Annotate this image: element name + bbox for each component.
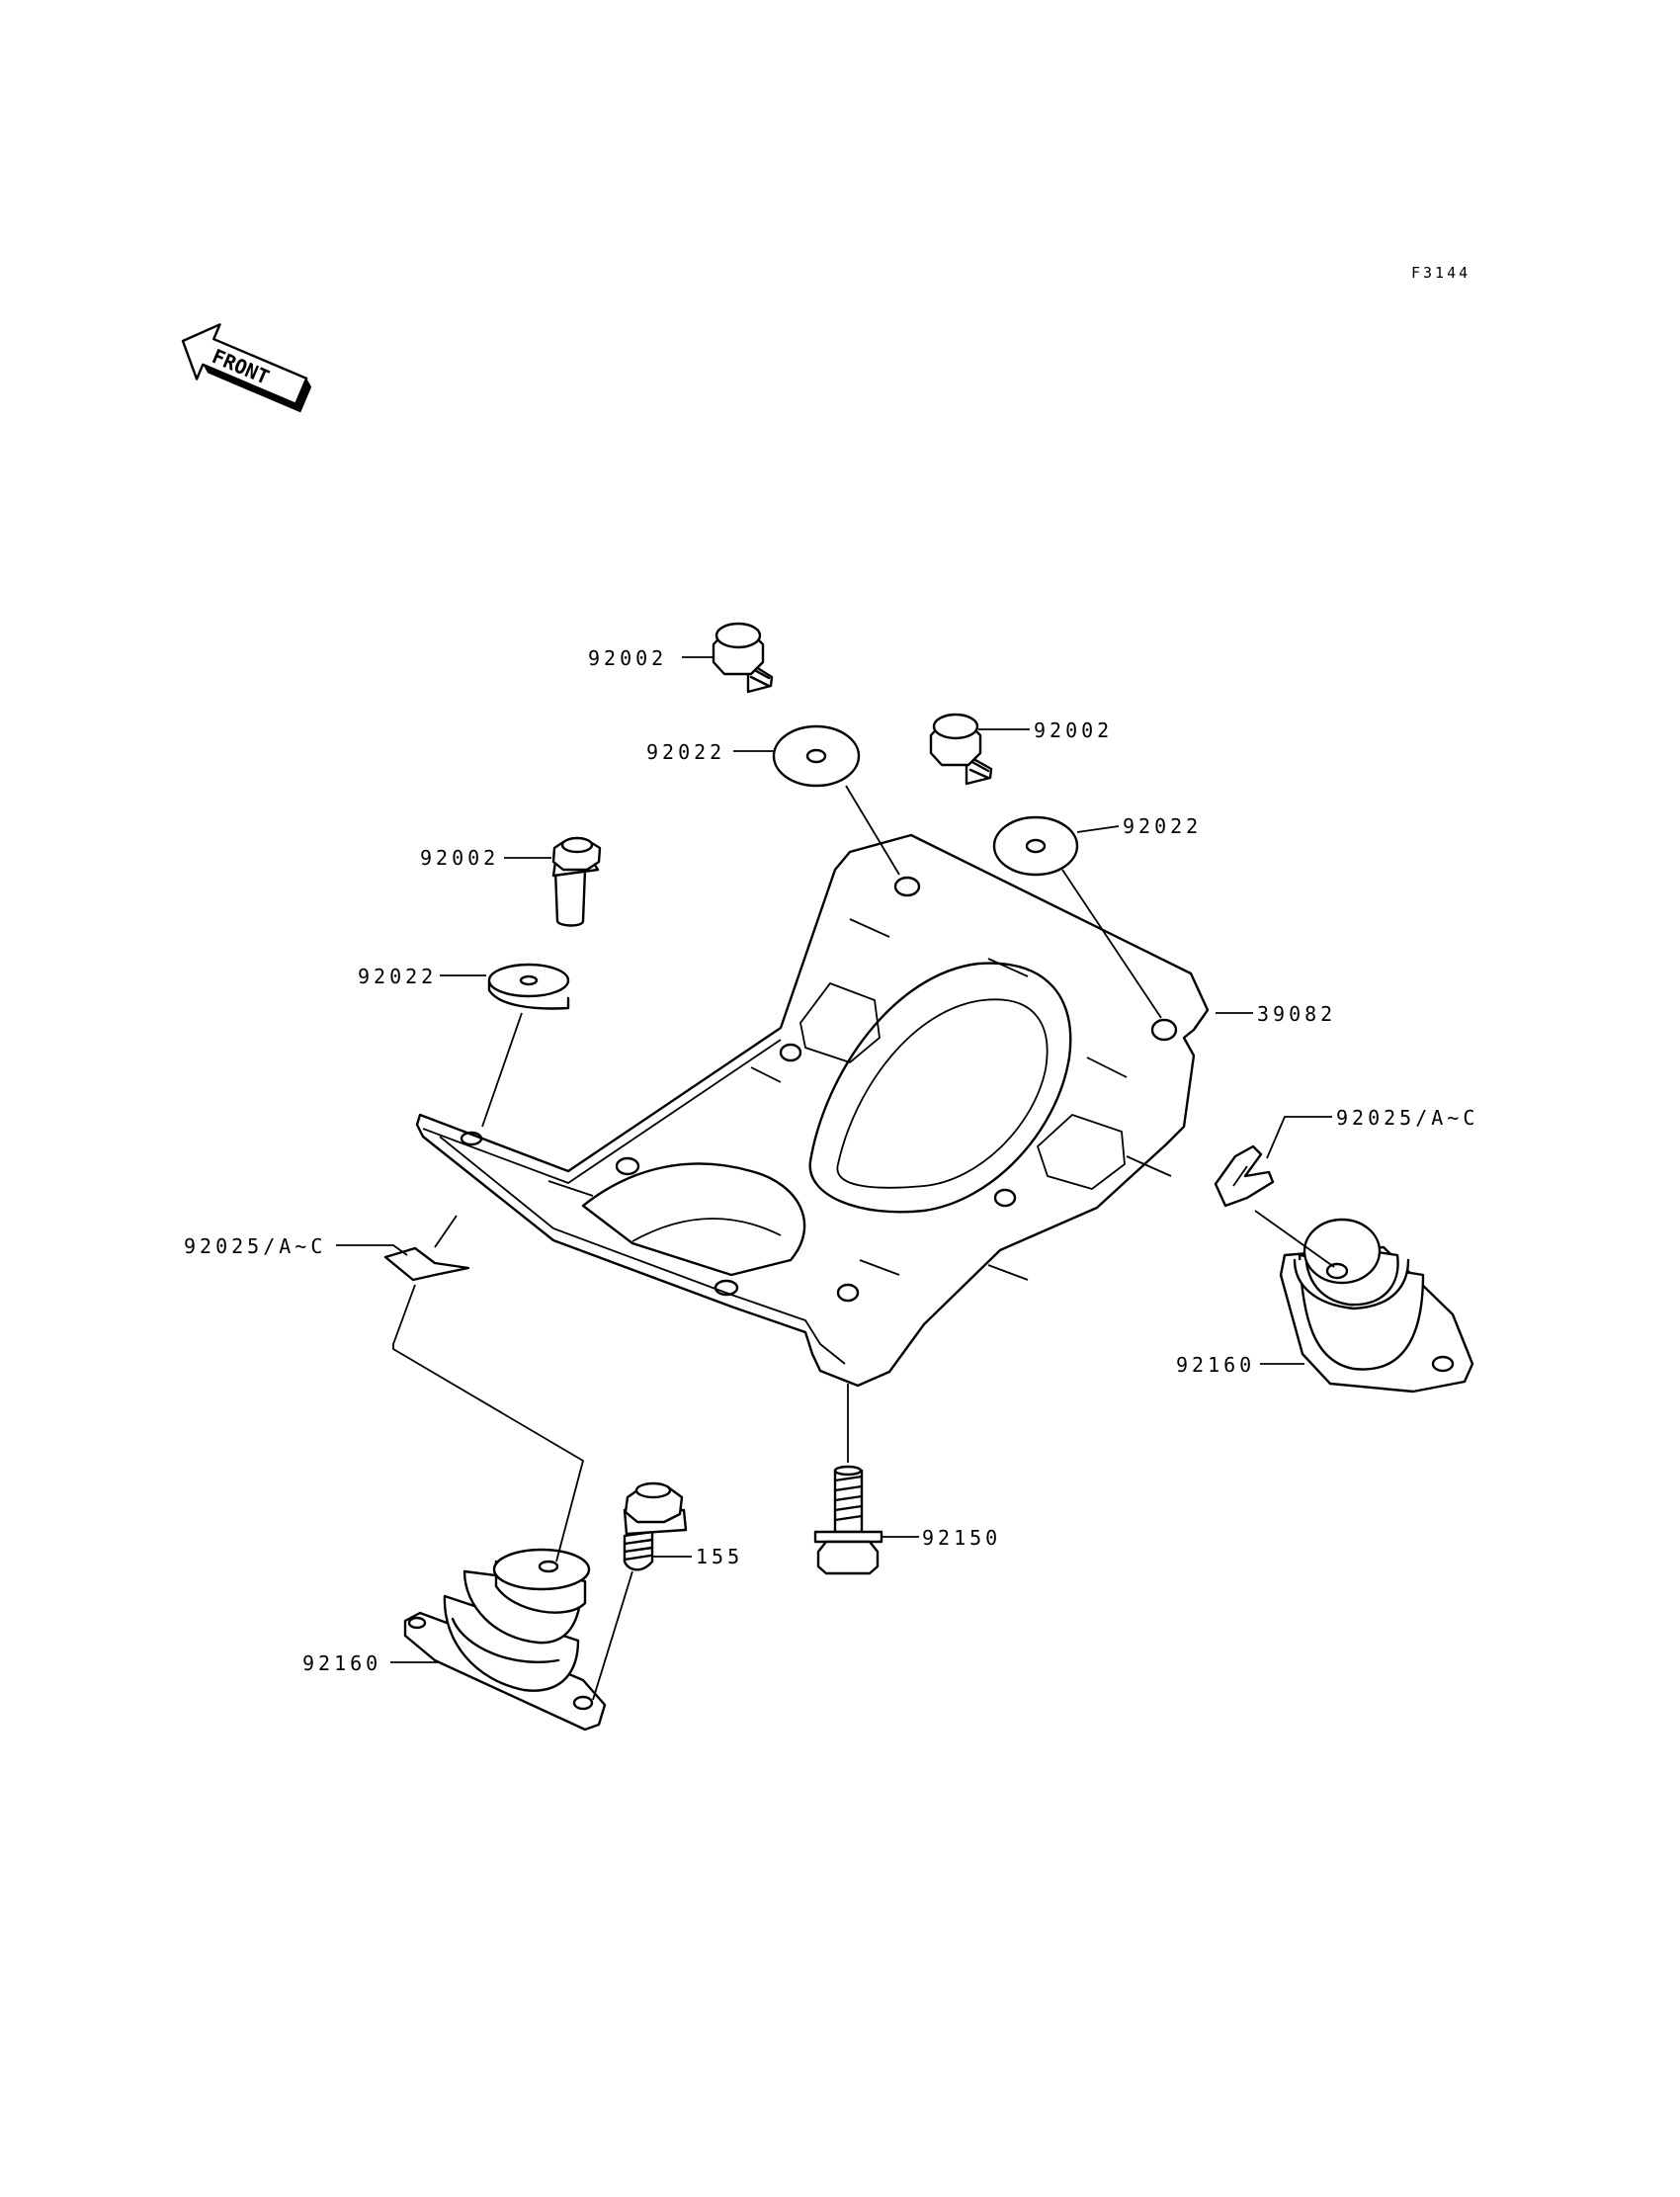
bolt-top-right [929,713,993,786]
label-mount-left: 92160 [302,1651,381,1675]
label-bolt-left: 92002 [420,846,499,870]
bolt-mount [623,1481,688,1571]
bracket-part [415,833,1210,1388]
bolt-bottom [813,1465,883,1575]
washer-left [487,963,570,1010]
bracket-hole [779,1043,802,1062]
bolt-top-left [712,622,774,694]
label-clip-right: 92025/A~C [1336,1106,1478,1130]
bolt-left [551,836,602,927]
bracket-hole [836,1283,860,1303]
clip-right [1214,1144,1275,1208]
label-mount-right: 92160 [1176,1353,1255,1377]
figure-id: F3144 [1411,264,1470,282]
bracket-hole [1150,1018,1178,1042]
washer-top-right [992,815,1079,877]
label-bolt-mount: 155 [696,1545,743,1568]
mount-left [403,1548,607,1732]
front-arrow-icon: FRONT [181,323,312,413]
bracket-hole [615,1156,640,1176]
label-bolt-top-right: 92002 [1034,718,1113,742]
label-washer-left: 92022 [358,965,437,988]
clip-left [383,1246,470,1282]
bracket-hole [893,876,921,897]
label-clip-left: 92025/A~C [184,1234,326,1258]
mount-right [1279,1218,1474,1394]
label-bracket: 39082 [1257,1002,1336,1026]
leader-lines [336,656,1335,1701]
label-bolt-bottom: 92150 [922,1526,1001,1550]
bracket-hole [714,1279,739,1297]
label-washer-top-left: 92022 [646,740,725,764]
label-bolt-top-left: 92002 [588,646,667,670]
bracket-hole [993,1188,1017,1208]
label-washer-top-right: 92022 [1123,814,1202,838]
bracket-hole [460,1131,483,1146]
washer-top-left [772,724,861,788]
